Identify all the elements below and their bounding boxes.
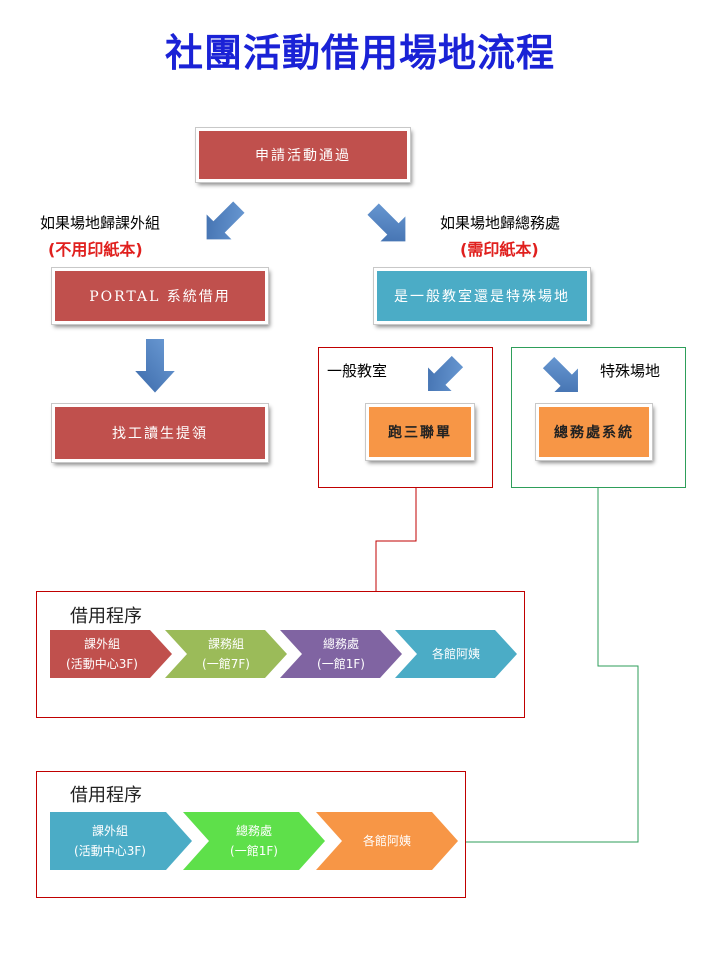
left-branch-condition: 如果場地歸課外組 <box>40 214 161 232</box>
arrow-down-right-icon <box>364 200 408 244</box>
special-room-label: 特殊場地 <box>600 362 661 380</box>
process2-title: 借用程序 <box>70 785 142 806</box>
process1-step-2-name: 課務組 <box>207 637 244 651</box>
apply-approved-label: 申請活動通過 <box>255 148 351 164</box>
apply-approved-box: 申請活動通過 <box>195 127 411 183</box>
process1-step-2-shape <box>165 630 287 678</box>
process1-step-2: 課務組 (一館7F) <box>187 630 265 678</box>
process1-step-1: 課外組 (活動中心3F) <box>54 630 150 678</box>
process2-step-1-shape <box>50 812 192 870</box>
classroom-question-box: 是一般教室還是特殊場地 <box>373 267 591 325</box>
arrow-special-room-icon <box>540 354 580 394</box>
process2-step-1: 課外組 (活動中心3F) <box>54 812 166 870</box>
arrow-general-room-icon <box>426 353 466 393</box>
process2-step-2-name: 總務處 <box>235 824 272 838</box>
triplicate-form-box: 跑三聯單 <box>365 403 475 461</box>
process1-step-2-location: (一館7F) <box>202 657 250 671</box>
arrow-down-icon <box>130 337 180 396</box>
special-room-frame <box>511 347 686 488</box>
general-room-label: 一般教室 <box>327 362 388 380</box>
general-room-frame <box>318 347 493 488</box>
classroom-question-label: 是一般教室還是特殊場地 <box>394 289 570 305</box>
arrow-down-left-icon <box>204 198 248 242</box>
process2-frame <box>36 771 466 898</box>
process1-step-1-location: (活動中心3F) <box>66 657 138 671</box>
process1-title: 借用程序 <box>70 606 142 627</box>
connector-special-to-process2 <box>466 488 639 843</box>
process1-step-1-shape <box>50 630 172 678</box>
triplicate-form-label: 跑三聯單 <box>388 425 452 441</box>
process2-step-3-shape <box>316 812 458 870</box>
process1-step-1-name: 課外組 <box>83 637 120 651</box>
left-branch-note: (不用印紙本) <box>48 240 143 259</box>
general-affairs-system-box: 總務處系統 <box>535 403 653 461</box>
process2-step-2: 總務處 (一館1F) <box>209 812 299 870</box>
process1-step-4: 各館阿姨 <box>417 630 495 678</box>
process2-step-1-name: 課外組 <box>91 824 128 838</box>
process2-step-1-location: (活動中心3F) <box>74 844 146 858</box>
portal-label: PORTAL 系統借用 <box>89 289 231 305</box>
right-branch-note: (需印紙本) <box>460 240 539 259</box>
process2-step-3: 各館阿姨 <box>342 812 432 870</box>
process2-step-3-name: 各館阿姨 <box>362 834 411 848</box>
process1-step-4-name: 各館阿姨 <box>431 647 480 661</box>
process1-frame <box>36 591 525 718</box>
connector-general-to-process1 <box>375 488 417 591</box>
find-student-box: 找工讀生提領 <box>51 403 269 463</box>
find-student-label: 找工讀生提領 <box>112 426 208 442</box>
process1-step-3-location: (一館1F) <box>317 657 365 671</box>
process1-step-4-shape <box>395 630 517 678</box>
process1-step-3-name: 總務處 <box>322 637 359 651</box>
right-branch-condition: 如果場地歸總務處 <box>440 214 561 232</box>
general-affairs-system-label: 總務處系統 <box>554 425 634 441</box>
process1-step-3-shape <box>280 630 402 678</box>
process2-step-2-shape <box>183 812 325 870</box>
process2-step-2-location: (一館1F) <box>230 844 278 858</box>
process1-step-3: 總務處 (一館1F) <box>302 630 380 678</box>
page-title: 社團活動借用場地流程 <box>164 31 555 75</box>
portal-box: PORTAL 系統借用 <box>51 267 269 325</box>
